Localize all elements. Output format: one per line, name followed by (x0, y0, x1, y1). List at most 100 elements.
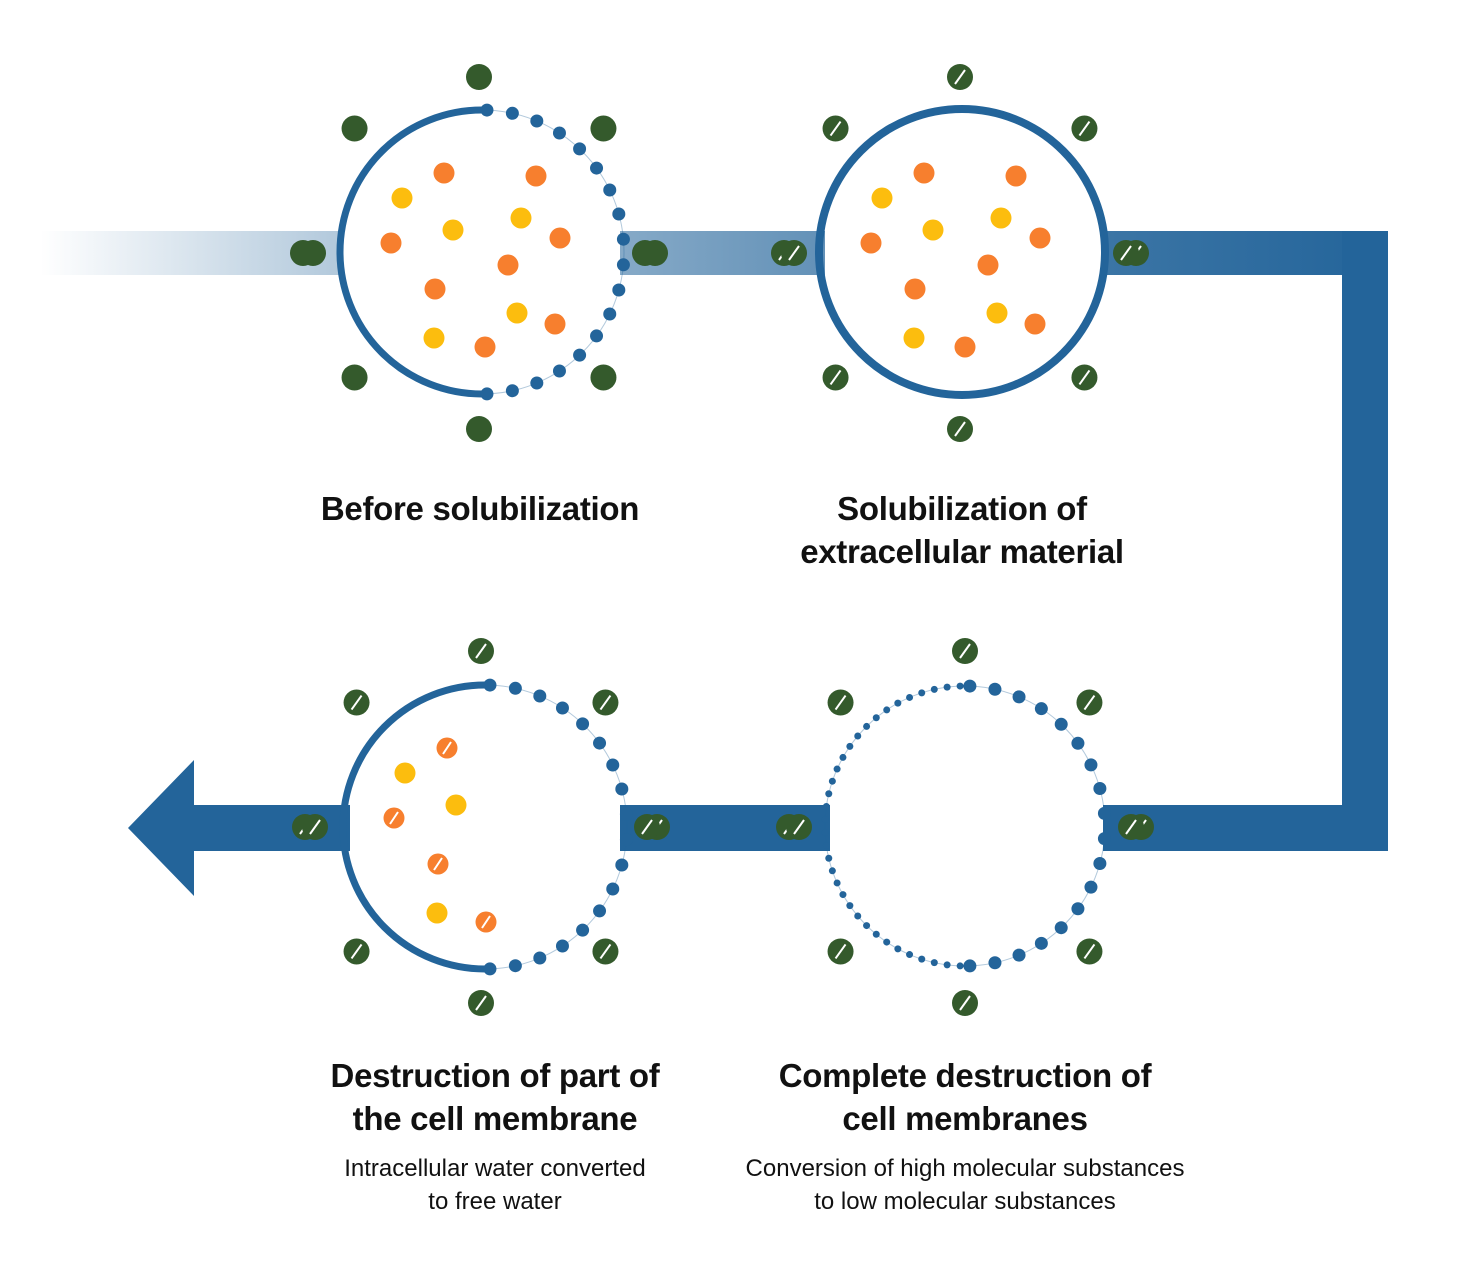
particle-cut-icon (827, 938, 854, 965)
particle-cut-icon (822, 364, 849, 391)
membrane-pore-dot (854, 912, 862, 920)
stage-subtitle: Conversion of high molecular substances … (680, 1152, 1250, 1218)
membrane-pore-dot (533, 951, 547, 965)
stage-caption-before: Before solubilization (230, 487, 730, 530)
particle-cut-icon (827, 689, 854, 716)
flow-band-top-right (1103, 231, 1388, 275)
stage-subtitle: Intracellular water converted to free wa… (190, 1152, 800, 1218)
particle-slash (1125, 819, 1137, 835)
particle-cut-icon (947, 416, 973, 442)
orange-molecule (497, 254, 519, 276)
membrane-pore-dot (480, 387, 494, 401)
orange-molecule (1005, 165, 1027, 187)
membrane-pore-dot (833, 879, 841, 887)
particle-dot (590, 115, 617, 142)
yellow-molecule (391, 187, 413, 209)
membrane-pore-dot (1093, 856, 1107, 870)
particle-cut-icon (947, 64, 973, 90)
membrane-pore-dot (839, 753, 847, 761)
molecule-slash (442, 741, 452, 755)
particle-dot (590, 364, 617, 391)
membrane-pore-dot (943, 961, 951, 969)
particle-dot (466, 64, 492, 90)
membrane-pore-dot (846, 742, 854, 750)
particle-dot (341, 364, 368, 391)
yellow-molecule (442, 219, 464, 241)
stage-title-line: cell membranes (842, 1100, 1088, 1137)
membrane-pore-dot (619, 833, 633, 847)
membrane-pore-dot (943, 683, 951, 691)
stage-title-line: Destruction of part of (330, 1057, 660, 1094)
yellow-molecule (510, 207, 532, 229)
membrane-pore-dot (1093, 782, 1107, 796)
stage-title: Complete destruction of cell membranes (680, 1054, 1250, 1140)
membrane-pore-dot (590, 329, 604, 343)
yellow-molecule (922, 219, 944, 241)
stage-subtitle-line: to low molecular substances (814, 1188, 1116, 1215)
membrane-pore-dot (854, 732, 862, 740)
particle-cut-icon (302, 814, 328, 840)
membrane-pore-dot (872, 714, 880, 722)
particle-slash (1083, 694, 1096, 711)
particle-cut-icon (786, 814, 812, 840)
particle-cut-icon (952, 638, 978, 664)
orange-molecule (424, 278, 446, 300)
yellow-molecule (426, 902, 448, 924)
particle-icon (466, 416, 492, 442)
stage-title-line: Complete destruction of (778, 1057, 1152, 1094)
membrane-pore-dot (956, 962, 964, 970)
membrane-pore-dot (616, 232, 630, 246)
particle-slash (954, 69, 966, 85)
membrane-pore-dot (821, 829, 829, 837)
particle-cut-icon (592, 689, 619, 716)
particle-cut-icon (1071, 115, 1098, 142)
orange-molecule (954, 336, 976, 358)
membrane-pore-dot (555, 939, 569, 953)
membrane-pore-dot (930, 959, 938, 967)
particle-slash (829, 120, 842, 137)
stage-subtitle-line: to free water (428, 1188, 562, 1215)
membrane-pore-dot (1097, 806, 1111, 820)
particle-slash (309, 819, 321, 835)
membrane-pore-dot (906, 693, 914, 701)
stage-title: Before solubilization (230, 487, 730, 530)
particle-cut-icon (1076, 938, 1103, 965)
membrane-pore-dot (846, 902, 854, 910)
membrane-pore-dot (508, 959, 522, 973)
particle-slash (788, 245, 800, 261)
particle-icon (632, 240, 658, 266)
particle-slash (350, 943, 363, 960)
yellow-molecule (445, 794, 467, 816)
membrane-pore-dot (963, 679, 977, 693)
particle-slash (641, 819, 653, 835)
membrane-pore-dot (833, 765, 841, 773)
membrane-pore-dot (828, 867, 836, 875)
particle-slash (1083, 943, 1096, 960)
membrane-pore-dot (906, 951, 914, 959)
particle-slash (475, 995, 487, 1011)
membrane-pore-dot (606, 758, 620, 772)
particle-cut-icon (1071, 364, 1098, 391)
particle-cut-icon (592, 938, 619, 965)
membrane-pore-dot (930, 685, 938, 693)
membrane-intact (815, 105, 1109, 399)
yellow-molecule (903, 327, 925, 349)
membrane-pore-dot (505, 106, 519, 120)
yellow-molecule (990, 207, 1012, 229)
molecule-slash (389, 811, 399, 825)
membrane-pore-dot (1084, 758, 1098, 772)
membrane-pore-dot (505, 384, 519, 398)
membrane-pore-dot (988, 956, 1002, 970)
membrane-pore-dot (839, 891, 847, 899)
particle-icon (300, 240, 326, 266)
membrane-pore-dot (1034, 702, 1048, 716)
particle-cut-icon (343, 938, 370, 965)
particle-dot (466, 416, 492, 442)
membrane-pore-dot (1071, 902, 1085, 916)
stage-title-line: the cell membrane (352, 1100, 638, 1137)
membrane-pore-dot (894, 945, 902, 953)
left-arrow-head-icon (128, 760, 194, 896)
stage-title-line: Solubilization of (837, 490, 1087, 527)
orange-molecule (913, 162, 935, 184)
particle-slash (834, 943, 847, 960)
